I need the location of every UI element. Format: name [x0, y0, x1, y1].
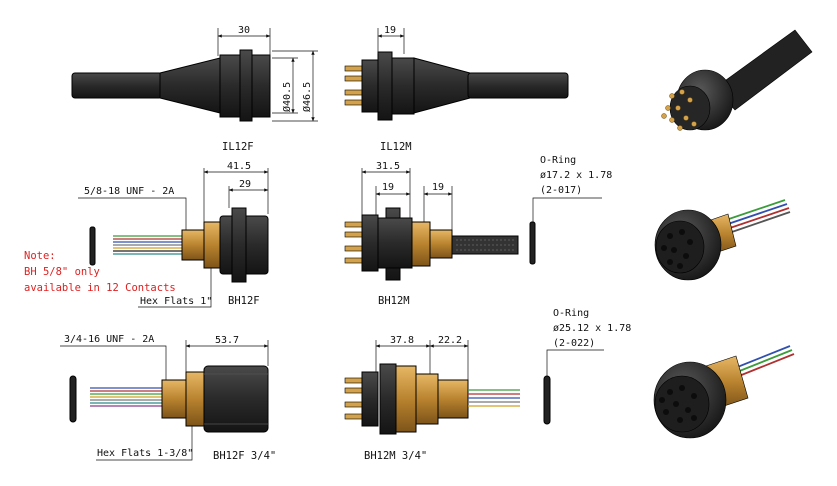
- bh12f34-thread-label: 3/4-16 UNF - 2A: [64, 334, 154, 345]
- bh12m-caption: BH12M: [378, 295, 410, 307]
- bh12f34-overall-label: 53.7: [215, 335, 239, 346]
- bh12m-hex: [411, 221, 431, 267]
- mid-oring-label: O-Ring: [540, 155, 576, 166]
- render-bh12f: [654, 199, 791, 281]
- bh12f34-hex: [185, 371, 205, 427]
- bh12f34-body: [203, 365, 269, 433]
- il12f-dia-inner-label: Ø40.5: [281, 82, 293, 112]
- bh12m34-caption: BH12M 3/4": [364, 450, 427, 462]
- bh12f-thread-label: 5/8-18 UNF - 2A: [84, 186, 174, 197]
- bh12m-overall-label: 31.5: [376, 161, 400, 172]
- bh12f-hex-label: Hex Flats 1": [140, 296, 212, 307]
- il12m-taper: [413, 57, 471, 114]
- bh12f-ring: [231, 207, 247, 283]
- note-line-2: BH 5/8" only: [24, 266, 100, 278]
- il12m-length-label: 19: [384, 25, 396, 36]
- bh12m34-thread: [437, 379, 469, 419]
- bottom-oring-label: O-Ring: [553, 308, 589, 319]
- il12m-collar: [391, 57, 415, 115]
- bh12f34-drawing: 53.7 3/4-16 UNF - 2A Hex Flats 1-3/8" BH…: [60, 334, 276, 462]
- note-block: Note: BH 5/8" only available in 12 Conta…: [24, 250, 176, 294]
- bh12m34-collar: [415, 373, 439, 425]
- bottom-oring-code: (2-022): [553, 338, 595, 349]
- bh12m-thread: [429, 229, 453, 259]
- bh12f-thread: [181, 229, 205, 261]
- bottom-oring-size: ø25.12 x 1.78: [553, 323, 631, 334]
- bh12m34-ring: [379, 363, 397, 435]
- bh12m34-face: [361, 371, 379, 427]
- note-line-3: available in 12 Contacts: [24, 282, 176, 294]
- bh12f34-caption: BH12F 3/4": [213, 450, 276, 462]
- il12f-ring: [239, 49, 253, 122]
- bh12m-drawing: 31.5 19 19 BH12M: [344, 161, 519, 307]
- bottom-oring-shape: [543, 375, 551, 425]
- bottom-oring: O-Ring ø25.12 x 1.78 (2-022): [543, 308, 631, 425]
- bh12f-overall-label: 41.5: [227, 161, 251, 172]
- bh12f-oring: [89, 226, 96, 266]
- bh12m-face: [361, 214, 379, 272]
- il12m-ring: [377, 51, 393, 121]
- bh12f34-hex-label: Hex Flats 1-3/8": [97, 448, 193, 459]
- il12f-dia-outer-label: Ø46.5: [301, 82, 313, 112]
- render-bh12f-34: [653, 345, 795, 439]
- il12f-cable: [71, 72, 163, 99]
- bh12f-wires: [113, 235, 182, 255]
- mid-oring: O-Ring ø17.2 x 1.78 (2-017): [529, 155, 612, 265]
- il12m-drawing: 19 IL12M: [344, 25, 569, 153]
- mid-oring-shape: [529, 221, 536, 265]
- bh12m34-a-label: 37.8: [390, 335, 414, 346]
- bh12m-b-label: 19: [432, 182, 444, 193]
- bh12m-pins: [344, 221, 364, 264]
- il12f-drawing: 30 Ø40.5 Ø46.5 IL12F: [71, 25, 318, 153]
- bh12f-hex: [203, 221, 221, 269]
- bh12f34-wires: [90, 387, 162, 407]
- il12m-face: [361, 59, 379, 113]
- bh12f-caption: BH12F: [228, 295, 260, 307]
- bh12f34-oring: [69, 375, 77, 423]
- il12m-caption: IL12M: [380, 141, 412, 153]
- il12f-caption: IL12F: [222, 141, 254, 153]
- il12m-pins: [344, 65, 364, 106]
- mid-oring-size: ø17.2 x 1.78: [540, 170, 612, 181]
- bh12m34-drawing: 37.8 22.2 BH12M 3/4": [344, 335, 520, 462]
- bh12m34-wires: [468, 389, 520, 407]
- il12m-cable: [467, 72, 569, 99]
- bh12m34-hex: [395, 365, 417, 433]
- bh12f-drawing: 41.5 29 5/8-18 UNF - 2A Hex Flats 1" BH1…: [78, 161, 269, 308]
- bh12m34-b-label: 22.2: [438, 335, 462, 346]
- bh12m34-pins: [344, 377, 364, 420]
- il12f-body: [251, 54, 271, 118]
- render-il12m: [661, 29, 813, 131]
- note-line-1: Note:: [24, 250, 56, 262]
- bh12m-a-label: 19: [382, 182, 394, 193]
- il12f-length-label: 30: [238, 25, 250, 36]
- mid-oring-code: (2-017): [540, 185, 582, 196]
- bh12f-body-label: 29: [239, 179, 251, 190]
- il12f-taper: [159, 57, 221, 114]
- bh12f34-thread: [161, 379, 187, 419]
- bh12m-collar: [377, 217, 413, 269]
